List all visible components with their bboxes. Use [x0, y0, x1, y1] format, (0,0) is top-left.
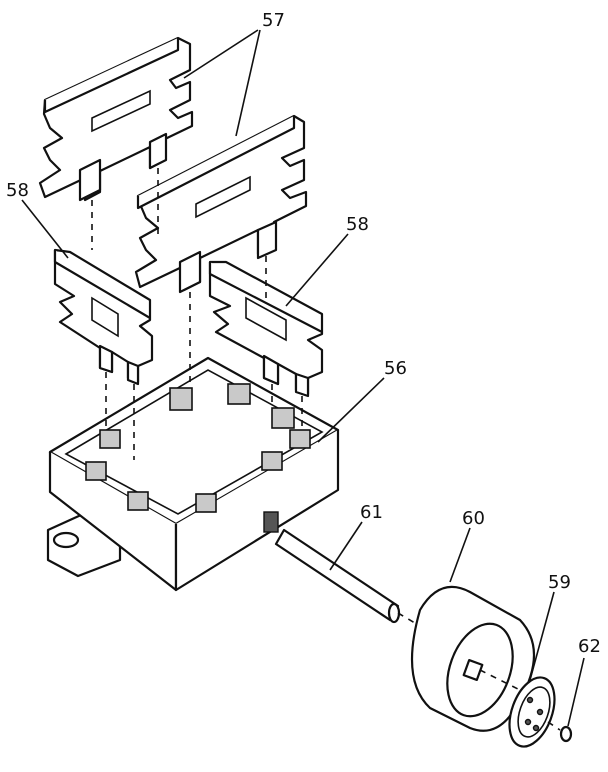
leader-lines [21, 29, 585, 727]
reference-labels: 57 58 58 56 61 60 59 62 [6, 10, 601, 657]
label-62: 62 [578, 636, 601, 657]
roller-60 [410, 585, 536, 732]
label-57: 57 [262, 10, 285, 31]
terminal-plate-57-upper [38, 36, 194, 202]
label-59: 59 [548, 572, 571, 593]
label-56: 56 [384, 358, 407, 379]
label-61: 61 [360, 502, 383, 523]
assembly-guide-lines [91, 168, 303, 460]
terminal-plate-58-left [53, 248, 154, 386]
label-58-right: 58 [346, 214, 369, 235]
screw-62 [547, 721, 573, 743]
disc-59 [508, 676, 556, 748]
housing-56 [46, 356, 340, 592]
terminal-plate-57-lower [134, 114, 308, 294]
label-60: 60 [462, 508, 485, 529]
label-58-left: 58 [6, 180, 29, 201]
shaft-61 [274, 528, 421, 627]
